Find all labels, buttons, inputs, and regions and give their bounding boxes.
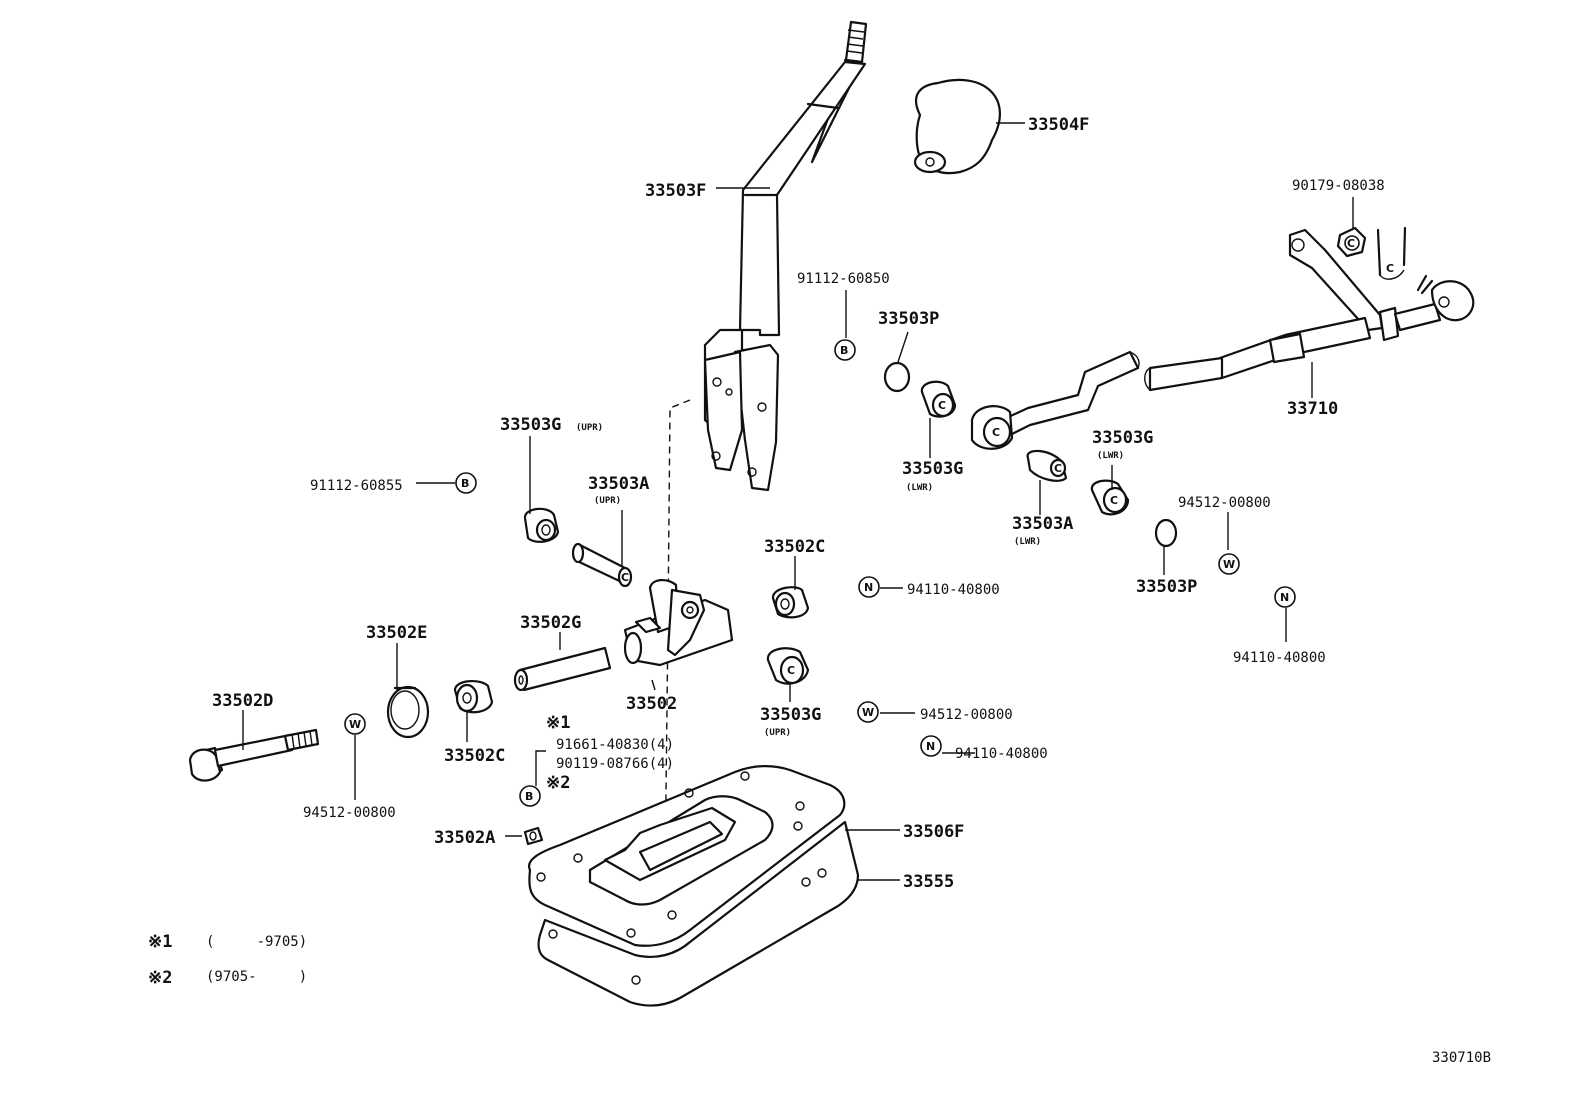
label-33506f: 33506F bbox=[903, 822, 964, 842]
svg-text:N: N bbox=[926, 740, 935, 753]
symbol-w-94512-mid: W bbox=[857, 701, 879, 723]
label-94110-40800-mid: 94110-40800 bbox=[907, 582, 1000, 598]
legend-row2-mark: ※2 bbox=[148, 968, 172, 988]
label-33502: 33502 bbox=[626, 694, 677, 714]
label-94512-00800-mid: 94512-00800 bbox=[920, 707, 1013, 723]
label-94110-40800-lower: 94110-40800 bbox=[955, 746, 1048, 762]
ring-33503p-top bbox=[883, 361, 911, 393]
reference-code: 330710B bbox=[1432, 1050, 1491, 1066]
symbol-n-94110-mid: N bbox=[858, 576, 880, 598]
label-33503g-lwr-mid: 33503G bbox=[902, 459, 963, 479]
label-33503a-lwr: 33503A bbox=[1012, 514, 1073, 534]
tag-upr-pin: (UPR) bbox=[594, 496, 621, 506]
label-33502a: 33502A bbox=[434, 828, 495, 848]
svg-text:W: W bbox=[1223, 558, 1235, 571]
label-94512-00800-right: 94512-00800 bbox=[1178, 495, 1271, 511]
eye-c-mark: C bbox=[992, 426, 1000, 439]
bushing-33503g-lwr-right: C bbox=[1090, 479, 1130, 516]
label-90119-08766: 90119-08766(4) bbox=[556, 756, 674, 772]
svg-text:B: B bbox=[525, 790, 533, 803]
svg-text:C: C bbox=[1110, 494, 1118, 507]
legend-row1-text: ( -9705) bbox=[206, 934, 307, 950]
legend-row1-mark: ※1 bbox=[148, 932, 172, 952]
svg-text:C: C bbox=[1386, 262, 1394, 275]
spring-33502e bbox=[386, 685, 430, 739]
label-33503f: 33503F bbox=[645, 181, 706, 201]
bushing-33503g-lwr-mid: C bbox=[920, 380, 957, 418]
label-33503p-top: 33503P bbox=[878, 309, 939, 329]
svg-text:C: C bbox=[1054, 462, 1062, 475]
svg-text:C: C bbox=[787, 664, 795, 677]
tag-upr-bottom: (UPR) bbox=[764, 728, 791, 738]
label-91112-60850: 91112-60850 bbox=[797, 271, 890, 287]
tag-upr-top: (UPR) bbox=[576, 423, 603, 433]
bushing-33502c-left bbox=[453, 680, 494, 714]
label-33503g-upr-top: 33503G bbox=[500, 415, 561, 435]
legend: ※1 ( -9705) ※2 (9705- ) bbox=[148, 932, 307, 988]
symbol-b-91112-60855: B bbox=[455, 472, 477, 494]
bolt-33502d bbox=[188, 728, 320, 782]
tag-lwr-right: (LWR) bbox=[1097, 451, 1124, 461]
label-91112-60855: 91112-60855 bbox=[310, 478, 403, 494]
gasket-33555 bbox=[537, 820, 860, 1007]
label-33502c-left: 33502C bbox=[444, 746, 505, 766]
svg-text:C: C bbox=[621, 571, 629, 584]
bushing-33503g-upr-bottom: C bbox=[766, 647, 810, 685]
label-33502g: 33502G bbox=[520, 613, 581, 633]
shift-lever-retainer-33502 bbox=[623, 579, 734, 667]
shift-cable-assembly: C bbox=[970, 228, 1475, 450]
symbol-n-94110-lower: N bbox=[920, 735, 942, 757]
pin-33503a-lwr: C bbox=[1026, 449, 1068, 482]
pin-33502g bbox=[513, 646, 612, 692]
svg-text:N: N bbox=[864, 581, 873, 594]
symbol-b-91661: B bbox=[519, 785, 541, 807]
shift-lever bbox=[703, 20, 868, 492]
label-33503p-bottom: 33503P bbox=[1136, 577, 1197, 597]
svg-text:C: C bbox=[938, 399, 946, 412]
ring-33503p-bottom bbox=[1154, 518, 1178, 548]
label-91661-40830: 91661-40830(4) bbox=[556, 737, 674, 753]
note1-mark: ※1 bbox=[546, 713, 570, 733]
label-33555: 33555 bbox=[903, 872, 954, 892]
label-33503g-lwr-right: 33503G bbox=[1092, 428, 1153, 448]
nut-90179: C C bbox=[1336, 226, 1407, 280]
symbol-w-94512-right: W bbox=[1218, 553, 1240, 575]
label-33503a-upr: 33503A bbox=[588, 474, 649, 494]
center-dash-line bbox=[664, 399, 691, 881]
tag-lwr-pin: (LWR) bbox=[1014, 537, 1041, 547]
bushing-33502c-top bbox=[771, 586, 810, 619]
bushing-33503g-upr-top bbox=[523, 507, 560, 543]
label-33710: 33710 bbox=[1287, 399, 1338, 419]
leader-lines bbox=[242, 122, 1354, 881]
symbol-n-94110-right: N bbox=[1274, 586, 1296, 608]
label-33503g-upr-bottom: 33503G bbox=[760, 705, 821, 725]
legend-row2-text: (9705- ) bbox=[206, 969, 307, 985]
svg-text:W: W bbox=[862, 706, 874, 719]
svg-text:C: C bbox=[1347, 237, 1355, 250]
symbol-w-94512-left: W bbox=[344, 713, 366, 735]
svg-text:W: W bbox=[349, 718, 361, 731]
label-90179-08038: 90179-08038 bbox=[1292, 178, 1385, 194]
label-94110-40800-right: 94110-40800 bbox=[1233, 650, 1326, 666]
label-33502d: 33502D bbox=[212, 691, 273, 711]
note2-mark: ※2 bbox=[546, 773, 570, 793]
svg-text:B: B bbox=[461, 477, 469, 490]
pin-33503a-upr: C bbox=[571, 542, 633, 588]
svg-text:B: B bbox=[840, 344, 848, 357]
tag-lwr-mid: (LWR) bbox=[906, 483, 933, 493]
part-labels: 33504F 33503F 90179-08038 91112-60850 33… bbox=[212, 115, 1385, 892]
shift-knob bbox=[913, 78, 1001, 175]
clip-33502a bbox=[523, 826, 544, 846]
shift-lever-plate-33506f bbox=[527, 765, 846, 947]
label-33502c-top: 33502C bbox=[764, 537, 825, 557]
label-33504f: 33504F bbox=[1028, 115, 1089, 135]
svg-text:N: N bbox=[1280, 591, 1289, 604]
symbol-b-91112-60850: B bbox=[834, 339, 856, 361]
label-33502e: 33502E bbox=[366, 623, 427, 643]
label-94512-00800-left: 94512-00800 bbox=[303, 805, 396, 821]
